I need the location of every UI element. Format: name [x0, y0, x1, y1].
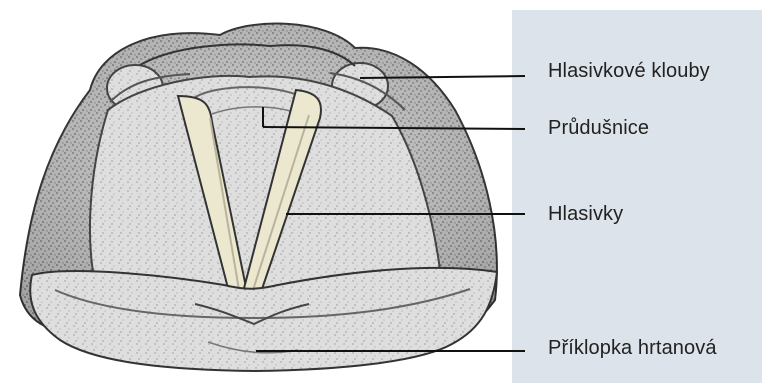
label-epiglottis: Příklopka hrtanová — [548, 338, 717, 358]
label-arytenoid-joints: Hlasivkové klouby — [548, 61, 710, 81]
label-vocal-cords: Hlasivky — [548, 204, 623, 224]
label-trachea: Průdušnice — [548, 118, 649, 138]
